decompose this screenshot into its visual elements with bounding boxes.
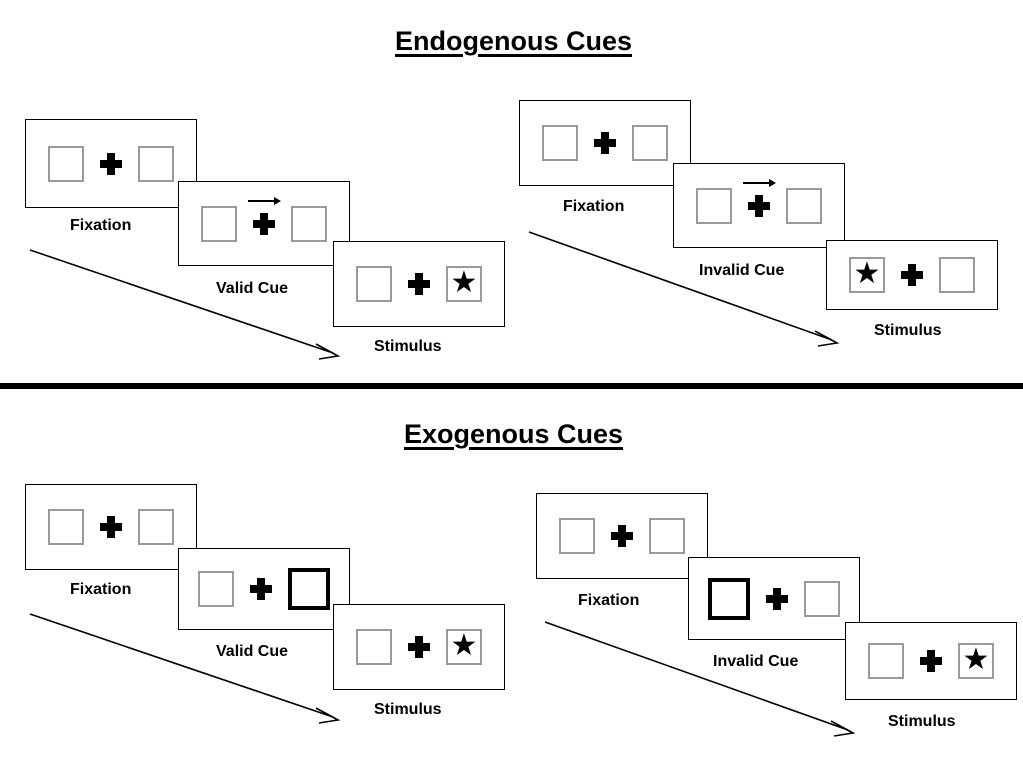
fixation-cross-icon xyxy=(250,578,272,600)
placeholder-box-left xyxy=(559,518,595,554)
frame-endogenous-invalid-fixation xyxy=(519,100,691,186)
frame-content xyxy=(559,518,685,554)
placeholder-box-left xyxy=(198,571,234,607)
placeholder-box-right xyxy=(649,518,685,554)
fixation-cross-icon xyxy=(594,132,616,154)
frame-endogenous-valid-fixation xyxy=(25,119,197,208)
stage-label-exogenous-valid-cue: Valid Cue xyxy=(216,643,289,660)
stage-label-endogenous-valid-stimulus: Stimulus xyxy=(374,338,442,355)
cue-box-left xyxy=(708,577,750,620)
frame-exogenous-invalid-fixation xyxy=(536,493,708,579)
fixation-cross-icon xyxy=(611,525,633,547)
frame-content: ★ xyxy=(849,257,975,293)
target-box-right: ★ xyxy=(446,629,482,665)
stage-label-exogenous-invalid-stimulus: Stimulus xyxy=(888,713,956,730)
frame-endogenous-invalid-stimulus: ★ xyxy=(826,240,998,310)
fixation-cross-icon xyxy=(920,650,942,672)
frame-content xyxy=(198,568,330,610)
frame-exogenous-valid-cue xyxy=(178,548,350,630)
star-target-icon: ★ xyxy=(962,643,990,676)
frame-content xyxy=(48,145,174,182)
fixation-cross-icon xyxy=(408,636,430,658)
fixation-cross-icon xyxy=(408,273,430,295)
section-title-endogenous: Endogenous Cues xyxy=(395,26,633,56)
placeholder-box-left xyxy=(542,125,578,161)
stage-label-endogenous-invalid-cue: Invalid Cue xyxy=(699,262,785,279)
placeholder-box-left xyxy=(356,266,392,302)
placeholder-box-left xyxy=(48,509,84,545)
section-title-exogenous: Exogenous Cues xyxy=(404,419,624,449)
star-target-icon: ★ xyxy=(450,266,478,299)
fixation-cross-icon xyxy=(248,196,281,235)
fixation-cross-icon xyxy=(100,516,122,538)
frame-endogenous-valid-stimulus: ★ xyxy=(333,241,505,327)
stage-label-endogenous-valid-cue: Valid Cue xyxy=(216,280,289,297)
stage-label-exogenous-valid-stimulus: Stimulus xyxy=(374,701,442,718)
star-target-icon: ★ xyxy=(853,257,881,290)
target-box-right: ★ xyxy=(958,643,994,679)
placeholder-box-left xyxy=(868,643,904,679)
frame-content xyxy=(542,125,668,161)
placeholder-box-right xyxy=(804,580,840,617)
stage-label-endogenous-valid-fixation: Fixation xyxy=(70,217,132,234)
placeholder-box-right xyxy=(632,125,668,161)
fixation-cross-icon xyxy=(901,264,923,286)
stage-label-endogenous-invalid-stimulus: Stimulus xyxy=(874,322,942,339)
frame-endogenous-invalid-cue xyxy=(673,163,845,248)
fixation-cross-icon xyxy=(743,178,776,217)
fixation-cross-icon xyxy=(766,587,788,610)
placeholder-box-left xyxy=(356,629,392,665)
star-target-icon: ★ xyxy=(450,629,478,662)
frame-content xyxy=(708,577,840,620)
frame-exogenous-invalid-stimulus: ★ xyxy=(845,622,1017,700)
frame-exogenous-valid-stimulus: ★ xyxy=(333,604,505,690)
placeholder-box-right xyxy=(138,145,174,182)
arrow-right-cue-icon xyxy=(743,178,776,187)
frame-exogenous-invalid-cue xyxy=(688,557,860,640)
target-box-left: ★ xyxy=(849,257,885,293)
cue-box-right xyxy=(288,568,330,610)
frame-exogenous-valid-fixation xyxy=(25,484,197,570)
placeholder-box-right xyxy=(138,509,174,545)
stage-label-endogenous-invalid-fixation: Fixation xyxy=(563,198,625,215)
placeholder-box-left xyxy=(48,145,84,182)
frame-content xyxy=(696,178,822,224)
stage-label-exogenous-invalid-cue: Invalid Cue xyxy=(713,653,799,670)
frame-content xyxy=(201,196,327,242)
frame-content xyxy=(48,509,174,545)
frame-content: ★ xyxy=(356,629,482,665)
placeholder-box-right xyxy=(786,187,822,224)
placeholder-box-left xyxy=(201,205,237,242)
frame-content: ★ xyxy=(356,266,482,302)
target-box-right: ★ xyxy=(446,266,482,302)
stage-label-exogenous-invalid-fixation: Fixation xyxy=(578,592,640,609)
stage-label-exogenous-valid-fixation: Fixation xyxy=(70,581,132,598)
placeholder-box-right xyxy=(939,257,975,293)
section-divider xyxy=(0,383,1023,389)
placeholder-box-right xyxy=(291,205,327,242)
placeholder-box-left xyxy=(696,187,732,224)
arrow-right-cue-icon xyxy=(248,196,281,205)
frame-endogenous-valid-cue xyxy=(178,181,350,266)
fixation-cross-icon xyxy=(100,152,122,175)
frame-content: ★ xyxy=(868,643,994,679)
